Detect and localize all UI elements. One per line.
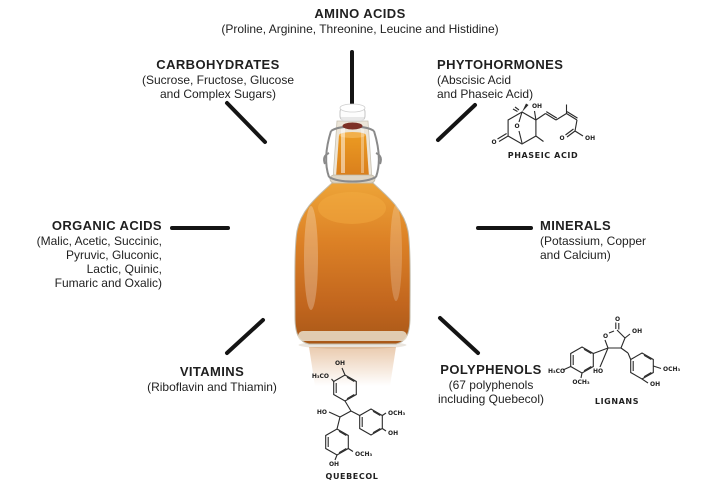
vitamins-detail: (Riboflavin and Thiamin) (147, 380, 277, 394)
quebecol-och3-bottom-label: OCH₃ (355, 451, 373, 458)
lignans-och3-left-label: OCH₃ (572, 379, 590, 386)
vitamins-title: VITAMINS (179, 364, 245, 379)
amino-acids-title: AMINO ACIDS (314, 6, 406, 21)
organic-acids-detail-line2: Pyruvic, Gluconic, (65, 248, 162, 262)
lignans-h3co-label: H₃CO (548, 368, 565, 375)
quebecol-oh-right-label: OH (388, 430, 398, 437)
phytohormones-connector-line (436, 103, 477, 142)
phytohormones-detail-line1: (Abscisic Acid (437, 73, 512, 87)
polyphenols-detail-line2: including Quebecol) (437, 392, 545, 406)
quebecol-h3co-label: H₃CO (312, 373, 329, 380)
carbohydrates-detail-line2: and Complex Sugars) (159, 87, 277, 101)
quebecol-structure: OH H₃CO HO OCH₃ OH OCH₃ OH QUEBECOL (312, 360, 406, 481)
syrup-bottle-photo (294, 103, 411, 386)
lignans-oh-top-label: OH (632, 328, 642, 335)
carbohydrates-title: CARBOHYDRATES (156, 57, 280, 72)
lignans-ring-o-label: O (603, 333, 608, 340)
lignans-carbonyl-o-label: O (615, 316, 620, 323)
vitamins-connector-line (225, 318, 265, 355)
bottle-cap (339, 103, 366, 130)
carbohydrates-connector-line (225, 101, 267, 144)
phaseic-acid-structure: O O OH O OH PHASEIC ACID (491, 103, 595, 160)
organic-acids-title: ORGANIC ACIDS (51, 218, 162, 233)
minerals-title: MINERALS (540, 218, 612, 233)
polyphenols-title: POLYPHENOLS (440, 362, 542, 377)
lignans-structure: O O OH H₃CO OCH₃ HO OCH₃ OH LIGNANS (548, 316, 681, 406)
organic-acids-detail-line3: Lactic, Quinic, (86, 262, 162, 276)
phaseic-ketone-o-label: O (491, 139, 496, 146)
phytohormones-title: PHYTOHORMONES (437, 57, 564, 72)
amino-acids-detail: (Proline, Arginine, Threonine, Leucine a… (221, 22, 499, 36)
phytohormones-label: PHYTOHORMONES (Abscisic Acid and Phaseic… (437, 57, 607, 101)
phytohormones-detail-line2: and Phaseic Acid) (437, 87, 534, 101)
carbohydrates-label: CARBOHYDRATES (Sucrose, Fructose, Glucos… (118, 57, 318, 101)
lignans-och3-right-label: OCH₃ (663, 366, 681, 373)
polyphenols-label: POLYPHENOLS (67 polyphenols including Qu… (401, 362, 581, 406)
bottle-wire-bail (323, 125, 382, 183)
minerals-label: MINERALS (Potassium, Copper and Calcium) (540, 218, 700, 262)
lignans-caption: LIGNANS (595, 397, 639, 406)
minerals-detail-line1: (Potassium, Copper (540, 234, 647, 248)
phaseic-acid-o-label: O (559, 135, 564, 142)
organic-acids-detail-line1: (Malic, Acetic, Succinic, (36, 234, 162, 248)
bottle-body (294, 182, 411, 345)
lignans-ho-label: HO (593, 368, 603, 375)
vitamins-label: VITAMINS (Riboflavin and Thiamin) (122, 364, 302, 394)
organic-acids-detail-line4: Fumaric and Oxalic) (54, 276, 162, 290)
quebecol-caption: QUEBECOL (326, 472, 379, 481)
bottle-neck (329, 120, 376, 184)
phaseic-acid-oh-label: OH (585, 135, 595, 142)
phaseic-oh-label: OH (532, 103, 542, 110)
phaseic-bridge-o-label: O (514, 123, 519, 130)
carbohydrates-detail-line1: (Sucrose, Fructose, Glucose (141, 73, 295, 87)
amino-acids-label: AMINO ACIDS (Proline, Arginine, Threonin… (180, 6, 540, 36)
minerals-detail-line2: and Calcium) (540, 248, 611, 262)
phaseic-acid-caption: PHASEIC ACID (508, 151, 579, 160)
organic-acids-label: ORGANIC ACIDS (Malic, Acetic, Succinic, … (2, 218, 162, 290)
polyphenols-connector-line (438, 316, 480, 355)
polyphenols-detail-line1: (67 polyphenols (448, 378, 534, 392)
quebecol-oh-bottom-label: OH (329, 461, 339, 468)
quebecol-och3-right-label: OCH₃ (388, 410, 406, 417)
quebecol-ho-label: HO (317, 409, 327, 416)
quebecol-oh-top-label: OH (335, 360, 345, 367)
methyl-wedge (522, 103, 529, 112)
lignans-oh-bottom-label: OH (650, 381, 660, 388)
